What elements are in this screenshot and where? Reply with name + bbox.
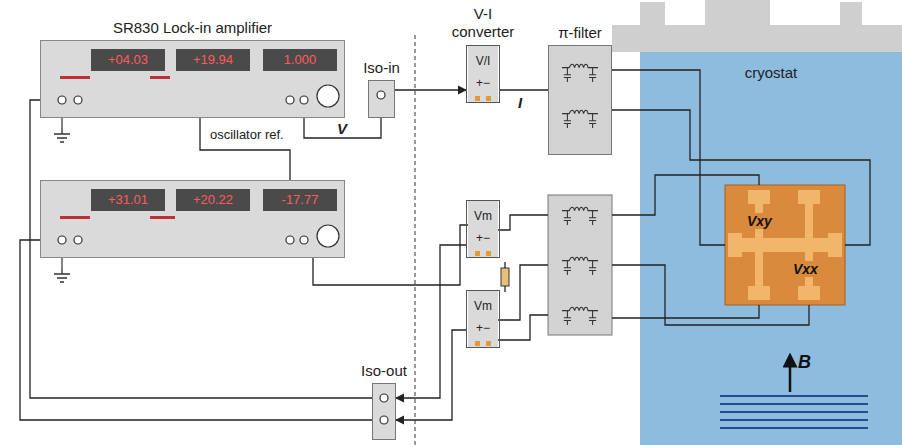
pi-filter-box: π-filter <box>548 45 612 155</box>
display-reading: 1.000 <box>263 49 337 71</box>
signal-wire <box>395 89 466 90</box>
vi-converter-box: V-I converterV/I+− <box>466 45 500 103</box>
iso-out-box: Iso-out <box>372 383 396 440</box>
signal-wire <box>304 118 381 138</box>
signal-wire <box>612 70 725 245</box>
display-reading: +19.94 <box>176 49 250 71</box>
component-label: Vm <box>467 299 499 313</box>
signal-wire <box>200 118 290 180</box>
signal-wire <box>20 240 372 420</box>
signal-wire <box>500 89 548 90</box>
component-title: SR830 Lock-in amplifier <box>113 19 272 36</box>
component-label: cryostat <box>640 64 902 81</box>
component-title: Iso-out <box>361 362 407 379</box>
component-label: +− <box>467 321 499 335</box>
lock-in-amplifier: +31.01 +20.22 -17.77 <box>40 180 345 258</box>
component-label: Vm <box>467 209 499 223</box>
cryostat: VxyVxx cryostat <box>640 50 902 445</box>
voltmeter-box: Vm +− <box>466 290 500 348</box>
field-label: B <box>798 352 811 373</box>
component-title: V-I converter <box>443 5 523 41</box>
signal-name: Vxx <box>791 261 820 277</box>
display-reading: +20.22 <box>176 189 250 211</box>
wire-label: V <box>335 120 349 137</box>
signal-name: Vxy <box>745 213 774 229</box>
component-label: +− <box>467 76 499 90</box>
iso-in-box: Iso-in <box>368 80 395 118</box>
display-reading: +04.03 <box>91 49 165 71</box>
hall-bar-sample: VxyVxx <box>725 185 845 305</box>
voltmeter-box: Vm +− <box>466 200 500 258</box>
component-title: Iso-in <box>363 59 400 76</box>
wire-label: oscillator ref. <box>208 127 286 142</box>
component-label: +− <box>467 231 499 245</box>
signal-wire <box>30 100 372 398</box>
display-reading: +31.01 <box>91 189 165 211</box>
wire-label: I <box>516 94 524 111</box>
display-reading: -17.77 <box>263 189 337 211</box>
lock-in-amplifier: SR830 Lock-in amplifier+04.03+19.941.000 <box>40 40 345 118</box>
component-title: π-filter <box>558 24 602 41</box>
component-label: V/I <box>467 54 499 68</box>
